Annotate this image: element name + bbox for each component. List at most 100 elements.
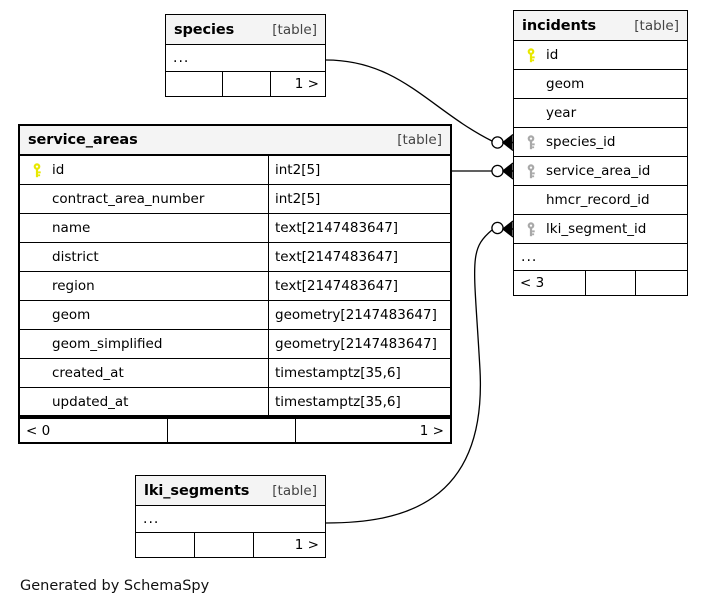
column-label: geom <box>546 76 585 92</box>
table-service-areas-footer: < 0 1 > <box>20 417 450 442</box>
column-type-cell: geometry[2147483647] <box>268 330 450 358</box>
column-name-cell: id <box>20 156 268 184</box>
column-type-cell: int2[5] <box>268 185 450 213</box>
table-service-areas-header: service_areas [table] <box>20 126 450 156</box>
column-type-cell: int2[5] <box>268 156 450 184</box>
column-type-cell: geometry[2147483647] <box>268 301 450 329</box>
edge-service-areas-to-incidents <box>452 162 514 180</box>
table-lki-segments-header: lki_segments [table] <box>136 476 325 506</box>
table-lki-segments-ellipsis-row: ... <box>143 511 160 527</box>
table-incidents-title: incidents <box>522 17 597 34</box>
table-species-footer: 1 > <box>166 71 325 96</box>
column-name-cell: geom <box>514 70 689 98</box>
column-label: species_id <box>546 134 616 150</box>
table-species-title: species <box>174 21 235 38</box>
column-row-region[interactable]: region text[2147483647] <box>20 272 450 301</box>
table-service-areas-title: service_areas <box>28 132 138 148</box>
column-name-cell: created_at <box>20 359 268 387</box>
footer-cell-right[interactable]: 1 > <box>419 422 444 439</box>
table-lki-segments-footer: 1 > <box>136 532 325 557</box>
column-row-name[interactable]: name text[2147483647] <box>20 214 450 243</box>
column-row-contract_area_number[interactable]: contract_area_number int2[5] <box>20 185 450 214</box>
column-row-geom[interactable]: geom <box>514 70 687 99</box>
column-type-cell: text[2147483647] <box>268 214 450 242</box>
table-incidents-tag: [table] <box>634 17 679 34</box>
footer-cell-middle <box>168 419 296 442</box>
column-label: updated_at <box>52 393 129 410</box>
column-label: hmcr_record_id <box>546 192 650 208</box>
table-incidents-header: incidents [table] <box>514 11 687 41</box>
footer-cell-middle <box>586 271 636 295</box>
footer-cell-left[interactable]: < 3 <box>514 271 586 295</box>
column-label: contract_area_number <box>52 191 205 207</box>
footer-cell-right[interactable]: 1 > <box>294 537 319 553</box>
column-row-district[interactable]: district text[2147483647] <box>20 243 450 272</box>
column-label: service_area_id <box>546 163 651 179</box>
column-name-cell: updated_at <box>20 388 268 415</box>
column-name-cell: region <box>20 272 268 300</box>
table-species-header: species [table] <box>166 15 325 45</box>
column-label: district <box>52 249 99 265</box>
table-species-ellipsis-row: ... <box>173 50 190 66</box>
column-name-cell: year <box>514 99 689 127</box>
column-label: geom_simplified <box>52 336 163 352</box>
column-label: id <box>546 47 559 63</box>
foreign-key-icon <box>521 163 540 179</box>
footer-cell-middle <box>223 72 271 96</box>
column-label: year <box>546 105 577 121</box>
column-label: id <box>52 162 65 178</box>
footer-cell-middle <box>195 533 254 557</box>
foreign-key-icon <box>521 134 540 150</box>
column-row-species_id[interactable]: species_id <box>514 128 687 157</box>
column-row-geom[interactable]: geom geometry[2147483647] <box>20 301 450 330</box>
column-name-cell: district <box>20 243 268 271</box>
column-name-cell: lki_segment_id <box>514 215 689 243</box>
footer-cell-left[interactable]: < 0 <box>20 419 168 442</box>
generated-by-credit: Generated by SchemaSpy <box>20 578 210 594</box>
column-name-cell: service_area_id <box>514 157 689 185</box>
table-lki-segments-title: lki_segments <box>144 482 250 499</box>
column-row-lki_segment_id[interactable]: lki_segment_id <box>514 215 687 244</box>
column-type-cell: timestamptz[35,6] <box>268 359 450 387</box>
table-incidents-columns: id geom year species_id service_area_id hmcr_… <box>514 41 687 244</box>
table-species-tag: [table] <box>272 21 317 38</box>
column-type-cell: timestamptz[35,6] <box>268 388 450 415</box>
table-lki-segments[interactable]: lki_segments [table] ... 1 > <box>135 475 326 558</box>
table-lki-segments-tag: [table] <box>272 482 317 499</box>
column-name-cell: geom <box>20 301 268 329</box>
primary-key-icon <box>521 47 540 63</box>
column-row-updated_at[interactable]: updated_at timestamptz[35,6] <box>20 388 450 417</box>
column-row-id[interactable]: id int2[5] <box>20 156 450 185</box>
column-row-service_area_id[interactable]: service_area_id <box>514 157 687 186</box>
column-name-cell: name <box>20 214 268 242</box>
table-service-areas-tag: [table] <box>397 132 442 148</box>
column-name-cell: geom_simplified <box>20 330 268 358</box>
column-type-cell: text[2147483647] <box>268 272 450 300</box>
foreign-key-icon <box>521 221 540 237</box>
column-label: region <box>52 278 95 294</box>
column-row-id[interactable]: id <box>514 41 687 70</box>
column-label: lki_segment_id <box>546 221 647 237</box>
column-row-geom_simplified[interactable]: geom_simplified geometry[2147483647] <box>20 330 450 359</box>
column-name-cell: id <box>514 41 689 69</box>
column-name-cell: species_id <box>514 128 689 156</box>
column-type-cell: text[2147483647] <box>268 243 450 271</box>
footer-cell-right[interactable]: 1 > <box>294 76 319 92</box>
footer-cell-left[interactable] <box>136 533 195 557</box>
column-row-hmcr_record_id[interactable]: hmcr_record_id <box>514 186 687 215</box>
table-species[interactable]: species [table] ... 1 > <box>165 14 326 97</box>
footer-cell-right[interactable] <box>636 271 687 295</box>
crowsfoot-zero-marker <box>491 221 504 235</box>
crowsfoot-zero-marker <box>491 164 504 178</box>
column-label: geom <box>52 307 91 323</box>
column-row-year[interactable]: year <box>514 99 687 128</box>
column-label: name <box>52 220 91 236</box>
table-incidents-ellipsis-row: ... <box>521 249 538 265</box>
crowsfoot-zero-marker <box>491 136 504 149</box>
footer-cell-left[interactable] <box>166 72 223 96</box>
